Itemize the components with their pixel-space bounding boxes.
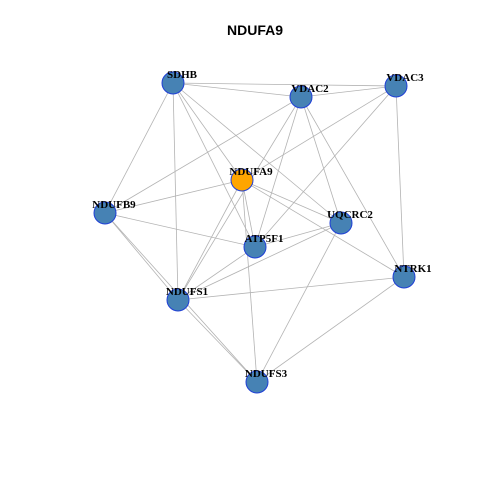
node-ntrk1: NTRK1: [392, 263, 432, 289]
edge-vdac2-uqcrc2: [300, 96, 342, 224]
edge-ndufa9-ndufs3: [241, 179, 258, 383]
edge-ndufa9-uqcrc2: [241, 179, 342, 224]
edge-sdhb-vdac3: [172, 82, 397, 87]
node-label: SDHB: [167, 69, 198, 81]
edge-ntrk1-ndufs1: [177, 276, 405, 301]
node-atp5f1: ATP5F1: [243, 233, 284, 259]
node-ndufa9: NDUFA9: [229, 166, 273, 192]
edge-ndufa9-ndufb9: [104, 179, 243, 214]
node-ndufs3: NDUFS3: [245, 368, 288, 394]
edge-ndufs1-ndufs3: [177, 299, 258, 383]
edge-ndufa9-ntrk1: [241, 179, 405, 278]
node-label: NDUFA9: [229, 166, 273, 178]
node-label: NDUFB9: [92, 199, 136, 211]
edge-sdhb-ndufs1: [172, 82, 179, 301]
node-label: VDAC2: [291, 83, 329, 95]
node-circle: [245, 370, 269, 394]
node-label: ATP5F1: [245, 233, 284, 245]
edge-sdhb-uqcrc2: [172, 82, 342, 224]
edge-ndufb9-ndufs1: [104, 212, 179, 301]
node-ndufb9: NDUFB9: [92, 199, 136, 225]
edge-uqcrc2-atp5f1: [254, 222, 342, 248]
edge-vdac2-vdac3: [300, 85, 397, 98]
edge-vdac2-ntrk1: [300, 96, 405, 278]
node-circle: [230, 168, 254, 192]
edge-vdac3-atp5f1: [254, 85, 397, 248]
edge-sdhb-atp5f1: [172, 82, 256, 248]
edge-vdac3-ndufa9: [241, 85, 397, 181]
node-label: VDAC3: [386, 72, 424, 84]
edge-sdhb-vdac2: [172, 82, 302, 98]
node-vdac3: VDAC3: [384, 72, 424, 98]
edge-ndufb9-atp5f1: [104, 212, 256, 248]
node-label: NDUFS3: [245, 368, 288, 380]
edge-ntrk1-ndufs3: [256, 276, 405, 383]
node-label: NTRK1: [394, 263, 431, 275]
node-label: UQCRC2: [327, 209, 373, 221]
edge-vdac2-ndufb9: [104, 96, 302, 214]
node-layer: SDHB VDAC2 VDAC3NDUFA9NDUFB9UQCRC2ATP5F1NT…: [92, 69, 432, 394]
edge-vdac3-ntrk1: [395, 85, 405, 278]
node-label: NDUFS1: [166, 286, 208, 298]
node-circle: [384, 74, 408, 98]
edge-uqcrc2-ndufs3: [256, 222, 342, 383]
edge-sdhb-ndufa9: [172, 82, 243, 181]
diagram-title: NDUFA9: [227, 22, 283, 38]
node-uqcrc2: UQCRC2: [327, 209, 373, 235]
node-ndufs1: NDUFS1: [166, 286, 208, 312]
node-circle: [166, 288, 190, 312]
node-sdhb: SDHB: [161, 69, 198, 95]
node-circle: [93, 201, 117, 225]
edge-sdhb-ndufb9: [104, 82, 174, 214]
edge-vdac2-ndufs1: [177, 96, 302, 301]
edge-vdac2-atp5f1: [254, 96, 302, 248]
node-circle: [243, 235, 267, 259]
node-circle: [289, 85, 313, 109]
node-circle: [392, 265, 416, 289]
node-vdac2: VDAC2: [289, 83, 329, 109]
edge-uqcrc2-ndufs1: [177, 222, 342, 301]
node-circle: [161, 71, 185, 95]
edge-atp5f1-ndufs1: [177, 246, 256, 301]
edge-ndufa9-ndufs1: [177, 179, 243, 301]
node-circle: [329, 211, 353, 235]
